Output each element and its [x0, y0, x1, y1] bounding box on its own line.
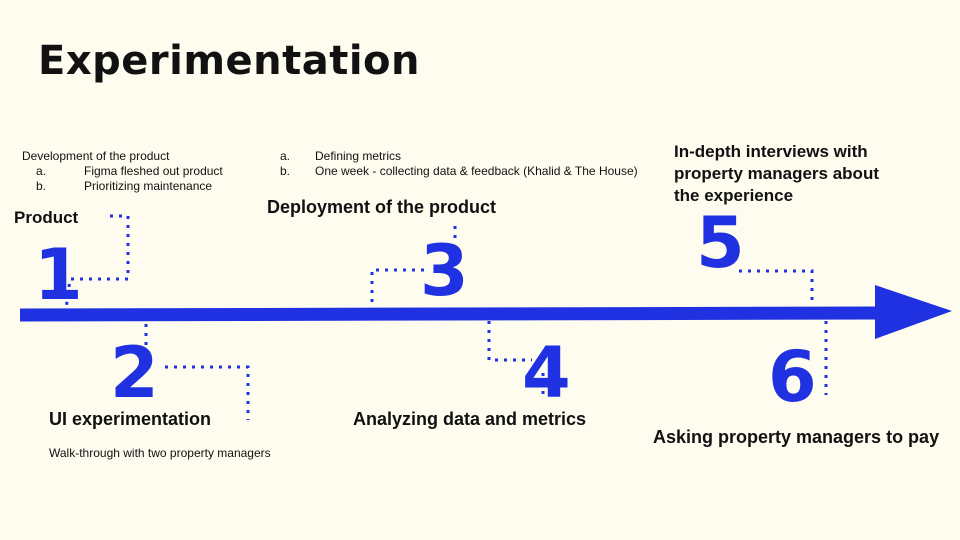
subitem-text: Figma fleshed out product	[84, 164, 223, 178]
step-1-note-block: Development of the product a. Figma fles…	[22, 149, 223, 194]
step-4-label: Analyzing data and metrics	[353, 409, 587, 429]
step-3-number: 3	[420, 230, 469, 312]
timeline-shaft	[19, 306, 881, 322]
subitem-text: Prioritizing maintenance	[84, 179, 213, 193]
subitem-marker: b.	[280, 164, 291, 178]
step-2-note: Walk-through with two property managers	[49, 446, 271, 460]
step-4-number: 4	[522, 332, 571, 414]
step-2-label: UI experimentation	[49, 409, 212, 429]
subitem-marker: b.	[36, 179, 47, 193]
step-2-number: 2	[110, 332, 159, 414]
connector-2b	[165, 365, 250, 420]
step-5-label-line: the experience	[674, 186, 794, 205]
step-5-number: 5	[696, 202, 745, 284]
step-1-subitem: a. Figma fleshed out product	[22, 164, 223, 179]
connector-3a	[370, 268, 430, 302]
subitem-marker: a.	[280, 149, 291, 163]
timeline-arrow	[19, 285, 952, 339]
step-1-label: Product	[14, 208, 79, 227]
step-3-label: Deployment of the product	[267, 197, 496, 217]
subitem-marker: a.	[36, 164, 47, 178]
step-3-subitem: b. One week - collecting data & feedback…	[280, 164, 638, 179]
step-6-label: Asking property managers to pay	[653, 427, 940, 447]
step-1-note: Development of the product	[22, 149, 170, 163]
subitem-text: One week - collecting data & feedback (K…	[315, 164, 638, 178]
step-1-number: 1	[34, 234, 83, 316]
step-1-subitem: b. Prioritizing maintenance	[22, 179, 223, 194]
connector-1	[64, 214, 130, 310]
step-5-label: In-depth interviews with property manage…	[674, 141, 879, 207]
step-5-label-line: property managers about	[674, 164, 879, 183]
step-3-note-block: a. Defining metrics b. One week - collec…	[280, 149, 638, 179]
step-3-subitem: a. Defining metrics	[280, 149, 638, 164]
subitem-text: Defining metrics	[315, 149, 402, 163]
page-title: Experimentation	[38, 38, 421, 84]
step-5-label-line: In-depth interviews with	[674, 142, 868, 161]
connector-4a	[487, 321, 532, 362]
step-6-number: 6	[768, 336, 817, 418]
connector-5	[739, 269, 814, 300]
timeline-arrowhead	[875, 285, 952, 339]
